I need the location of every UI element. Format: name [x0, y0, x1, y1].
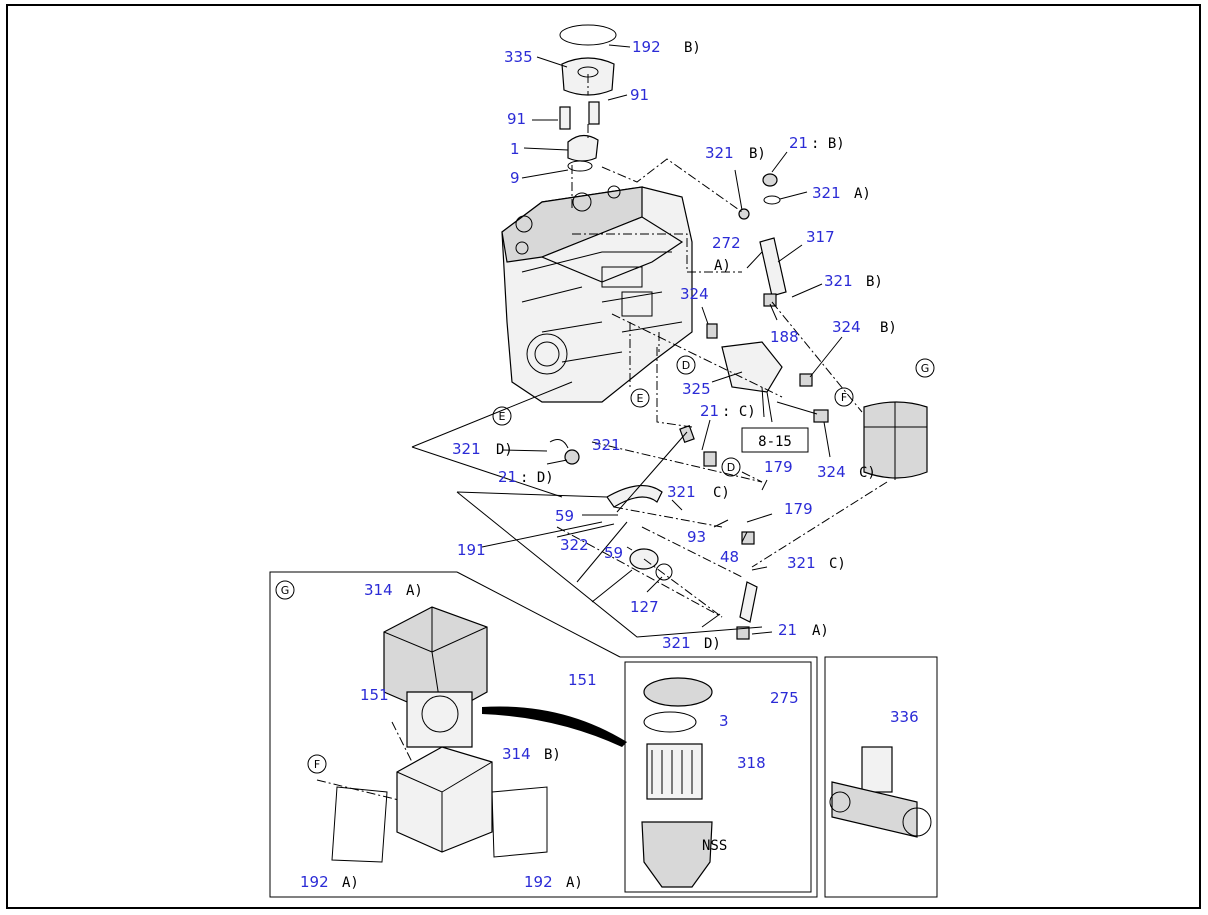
reference-box [741, 427, 809, 453]
part-note-label: A) [714, 258, 731, 274]
part-number-label: 314 [502, 745, 531, 763]
part-note-label: B) [544, 747, 561, 763]
callout-e-left: E [499, 410, 506, 423]
part-number-label: 321 [452, 440, 481, 458]
part-note-label: C) [829, 556, 846, 572]
part-number-label: 3 [719, 712, 729, 730]
part-note-label: : C) [722, 404, 756, 420]
callout-e-main: E [637, 392, 644, 405]
part-number-label: 91 [630, 86, 649, 104]
part-number-label: 335 [504, 48, 533, 66]
part-number-label: 93 [687, 528, 706, 546]
part-number-label: 192 [524, 873, 553, 891]
callout-circles: G G F F E E D D [275, 355, 935, 774]
part-number-label: 59 [604, 544, 623, 562]
part-note-label: : B) [811, 136, 845, 152]
part-number-label: 314 [364, 581, 393, 599]
part-note-label: A) [854, 186, 871, 202]
part-number-label: 325 [682, 380, 711, 398]
part-number-label: 272 [712, 234, 741, 252]
part-note-label: : D) [520, 470, 554, 486]
pcv-hose [549, 424, 758, 640]
breather-cap [559, 24, 617, 172]
part-note-label: A) [342, 875, 359, 891]
part-number-label: 127 [630, 598, 659, 616]
part-note-label: D) [704, 636, 721, 652]
part-number-label: 192 [632, 38, 661, 56]
part-number-label: 275 [770, 689, 799, 707]
part-number-label: 318 [737, 754, 766, 772]
part-note-label: A) [812, 623, 829, 639]
part-number-label: 59 [555, 507, 574, 525]
part-number-label: 321 [667, 483, 696, 501]
part-number-label: 21 [789, 134, 808, 152]
part-note-label: A) [406, 583, 423, 599]
part-number-label: 188 [770, 328, 799, 346]
engine-block [501, 185, 693, 403]
part-number-label: 321 [787, 554, 816, 572]
part-number-label: 21 [498, 468, 517, 486]
part-number-label: 192 [300, 873, 329, 891]
part-number-label: 48 [720, 548, 739, 566]
part-number-label: 324 [817, 463, 846, 481]
air-filter-g [863, 401, 928, 480]
part-number-label: 21 [778, 621, 797, 639]
part-note-label: B) [684, 40, 701, 56]
part-note-label: NSS [702, 838, 727, 854]
reference-box-text: 8-15 [758, 434, 792, 450]
part-number-label: 321 [592, 436, 621, 454]
parts-diagram: 8-15 G G F F E E D D 192B)335919119321B)… [269, 24, 938, 898]
part-number-label: 179 [764, 458, 793, 476]
part-number-label: 151 [360, 686, 389, 704]
part-note-label: B) [880, 320, 897, 336]
part-note-label: C) [859, 465, 876, 481]
part-number-label: 324 [680, 285, 709, 303]
part-number-label: 336 [890, 708, 919, 726]
callout-d-mid: D [727, 461, 735, 474]
part-note-label: D) [496, 442, 513, 458]
part-number-label: 321 [662, 634, 691, 652]
part-note-label: C) [713, 485, 730, 501]
part-number-label: 9 [510, 169, 520, 187]
part-number-label: 1 [510, 140, 520, 158]
part-number-label: 324 [832, 318, 861, 336]
inset-valve-336 [829, 746, 932, 838]
part-number-label: 322 [560, 536, 589, 554]
part-number-label: 321 [705, 144, 734, 162]
part-note-label: B) [749, 146, 766, 162]
part-number-label: 317 [806, 228, 835, 246]
leader-lines [501, 44, 843, 635]
callout-g-inset: G [281, 584, 290, 597]
part-note-label: A) [566, 875, 583, 891]
callout-f-inset: F [314, 758, 320, 771]
breather-hose [706, 173, 829, 423]
group-lines [411, 381, 763, 638]
callout-g-top: G [921, 362, 930, 375]
part-number-label: 321 [812, 184, 841, 202]
part-number-label: 21 [700, 402, 719, 420]
part-number-label: 191 [457, 541, 486, 559]
inset-panels [269, 571, 938, 898]
part-number-label: 151 [568, 671, 597, 689]
part-number-label: 321 [824, 272, 853, 290]
part-number-label: 91 [507, 110, 526, 128]
callout-d-main: D [682, 359, 690, 372]
inset-air-cleaner [331, 606, 627, 863]
part-number-label: 179 [784, 500, 813, 518]
inset-filter-element [641, 677, 713, 888]
callout-f-main: F [841, 391, 847, 404]
part-note-label: B) [866, 274, 883, 290]
